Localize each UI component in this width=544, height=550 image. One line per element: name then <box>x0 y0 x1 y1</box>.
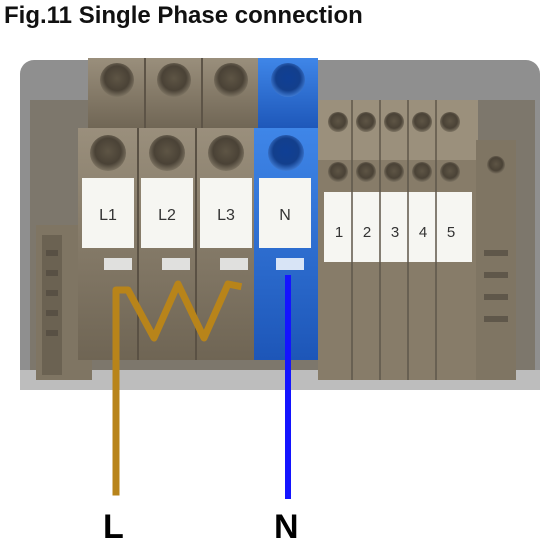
screw <box>100 63 134 97</box>
screw <box>440 162 460 182</box>
right-end-clamp <box>476 140 516 380</box>
neutral-wire-label: N <box>274 508 299 546</box>
screw <box>412 112 432 132</box>
aux-label-5: 5 <box>447 224 455 241</box>
aux-label-2: 2 <box>363 224 371 241</box>
terminal-label-l3: L3 <box>217 207 235 224</box>
screw <box>208 135 244 171</box>
live-wire-label: L <box>103 508 124 546</box>
terminal-marker-labels: L1 L2 L3 N <box>82 178 311 248</box>
figure-title: Fig.11 Single Phase connection <box>4 2 363 29</box>
aux-label-1: 1 <box>335 224 343 241</box>
upper-terminal-row <box>88 58 318 130</box>
screw <box>271 63 305 97</box>
screw <box>157 63 191 97</box>
screw <box>384 162 404 182</box>
screw <box>356 112 376 132</box>
aux-label-4: 4 <box>419 224 427 241</box>
terminal-label-l1: L1 <box>99 207 117 224</box>
auxiliary-terminal-strip: 1 2 3 4 5 <box>318 100 478 380</box>
screw <box>328 162 348 182</box>
screw <box>440 112 460 132</box>
screw <box>268 135 304 171</box>
screw <box>328 112 348 132</box>
live-wire <box>112 280 243 496</box>
terminal-label-n: N <box>279 207 291 224</box>
screw <box>149 135 185 171</box>
aux-label-3: 3 <box>391 224 399 241</box>
screw <box>90 135 126 171</box>
screw <box>412 162 432 182</box>
screw <box>356 162 376 182</box>
screw <box>214 63 248 97</box>
screw <box>384 112 404 132</box>
terminal-label-l2: L2 <box>158 207 176 224</box>
